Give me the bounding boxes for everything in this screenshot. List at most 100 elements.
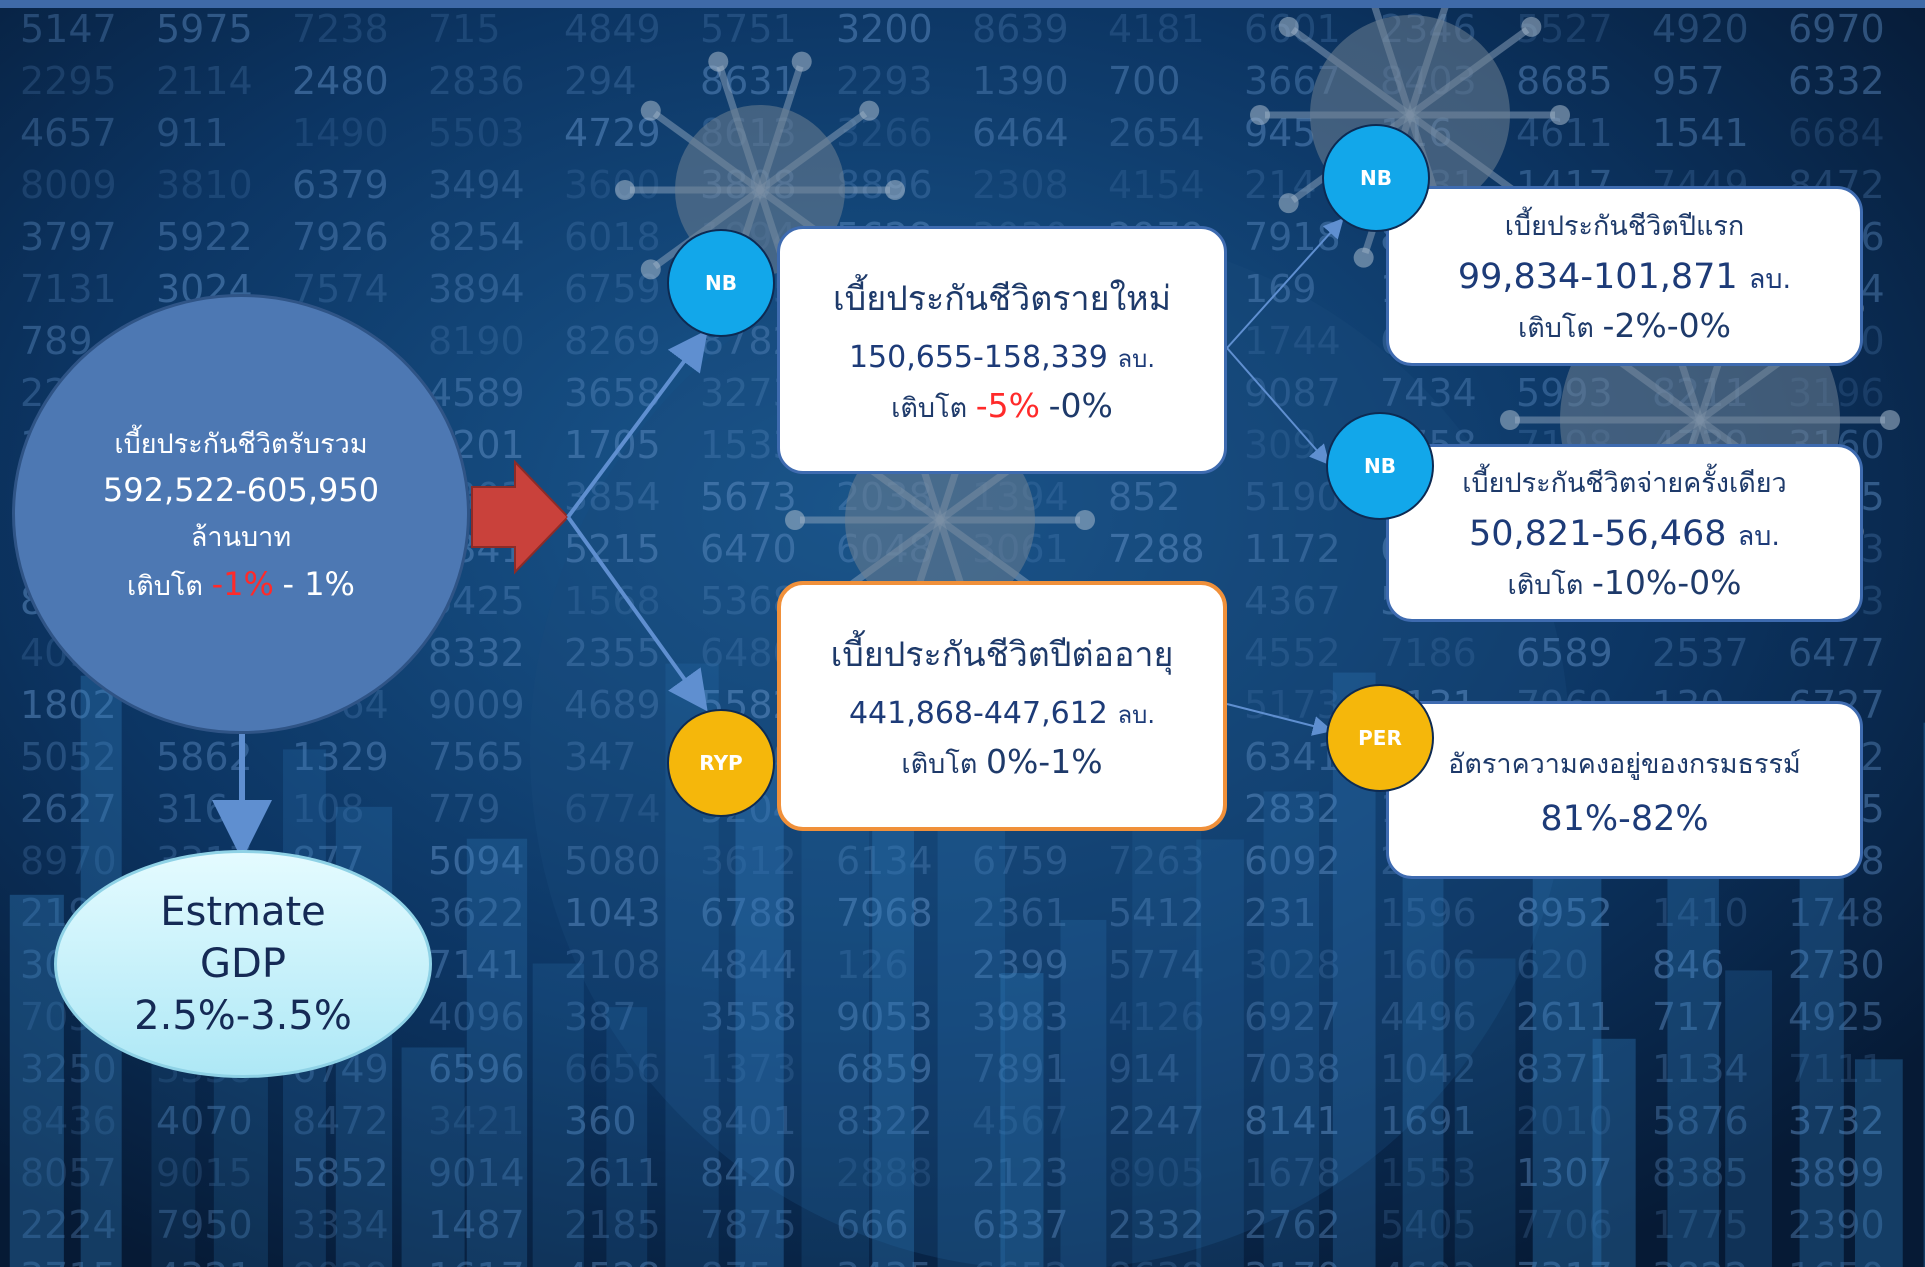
background-digit: 6788 (700, 891, 797, 935)
background-digit: 700 (1108, 59, 1181, 103)
background-digit: 9087 (1244, 371, 1341, 415)
background-digit: 666 (836, 1203, 909, 1247)
background-digit: 717 (1652, 995, 1725, 1039)
background-bar (872, 783, 915, 1267)
background-digit: 8057 (20, 1151, 117, 1195)
value-unit: ลบ. (1748, 263, 1792, 295)
background-digit: 8420 (700, 1151, 797, 1195)
background-digit: 4181 (1108, 7, 1205, 51)
background-digit: 4693 (1380, 1255, 1477, 1267)
background-digit: 309 (1244, 423, 1317, 467)
background-digit: 316 (156, 787, 229, 831)
background-digit: 4689 (564, 683, 661, 727)
background-digit: 3200 (836, 7, 933, 51)
background-digit: 1172 (1244, 527, 1341, 571)
background-digit: 2308 (972, 163, 1069, 207)
background-digit: 3983 (972, 995, 1069, 1039)
gdp-line1: Estmate (160, 889, 326, 935)
background-digit: 5215 (564, 527, 661, 571)
background-digit: 3899 (1788, 1151, 1885, 1195)
background-digit: 7434 (1380, 371, 1477, 415)
background-digit: 3894 (428, 267, 525, 311)
background-digit: 5190 (1244, 475, 1341, 519)
background-bar (532, 963, 584, 1267)
background-digit: 620 (1516, 943, 1589, 987)
background-digit: 2295 (20, 59, 117, 103)
background-digit: 1775 (1652, 1203, 1749, 1247)
background-digit: 7131 (20, 267, 117, 311)
background-digit: 5503 (428, 111, 525, 155)
background-digit: 9053 (836, 995, 933, 1039)
background-digit: 1568 (564, 579, 661, 623)
background-digit: 108 (292, 787, 365, 831)
background-digit: 1748 (1788, 891, 1885, 935)
background-digit: 4096 (428, 995, 525, 1039)
background-digit: 3558 (700, 995, 797, 1039)
background-bar (466, 838, 528, 1267)
background-digit: 2108 (564, 943, 661, 987)
background-digit: 852 (1108, 475, 1181, 519)
background-digit: 846 (1652, 943, 1725, 987)
background-digit: 6759 (972, 839, 1069, 883)
background-digit: 2247 (1108, 1099, 1205, 1143)
background-digit: 1410 (1652, 891, 1749, 935)
background-digit: 5862 (156, 735, 253, 779)
background-bar (735, 762, 784, 1267)
background-digit: 3435 (836, 1255, 933, 1267)
new-business-badge: NB (667, 229, 775, 337)
background-digit: 8009 (20, 163, 117, 207)
background-digit: 8896 (836, 163, 933, 207)
value-number: 441,868-447,612 (848, 696, 1108, 731)
background-digit: 5094 (428, 839, 525, 883)
background-digit: 8269 (564, 319, 661, 363)
background-digit: 4589 (428, 371, 525, 415)
background-digit: 6774 (564, 787, 661, 831)
total-premium-unit: ล้านบาท (190, 521, 292, 553)
total-premium-value: 592,522-605,950 (102, 470, 380, 509)
background-digit: 779 (428, 787, 501, 831)
background-digit: 7918 (1244, 215, 1341, 259)
value-number: 50,821-56,468 (1469, 513, 1727, 554)
background-digit: 7891 (972, 1047, 1069, 1091)
single-premium-badge: NB (1326, 412, 1434, 520)
total-premium-label: เบี้ยประกันชีวิตรับรวม (114, 428, 368, 460)
total-premium-growth: เติบโต -1% - 1% (127, 564, 355, 607)
background-digit: 1617 (428, 1255, 525, 1267)
persistency-value: 81%-82% (1540, 798, 1709, 839)
background-digit: 5147 (20, 7, 117, 51)
background-digit: 1541 (1652, 111, 1749, 155)
background-bar (1532, 860, 1602, 1267)
background-digit: 6332 (1788, 59, 1885, 103)
background-digit: 715 (428, 7, 501, 51)
background-digit: 2730 (1788, 943, 1885, 987)
background-digit: 4367 (1244, 579, 1341, 623)
persistency-title: อัตราความคงอยู่ของกรมธรรม์ (1448, 748, 1801, 780)
growth-high: - 1% (282, 564, 355, 603)
background-digit: 7875 (700, 1203, 797, 1247)
background-digit: 2611 (564, 1151, 661, 1195)
value-unit: ลบ. (1737, 520, 1780, 552)
background-digit: 8322 (836, 1099, 933, 1143)
background-digit: 7288 (1108, 527, 1205, 571)
new-business-title: เบี้ยประกันชีวิตรายใหม่ (832, 279, 1171, 319)
background-digit: 8141 (1244, 1099, 1341, 1143)
background-digit: 231 (1244, 891, 1317, 935)
background-digit: 7141 (428, 943, 525, 987)
background-digit: 8970 (20, 839, 117, 883)
background-digit: 1043 (564, 891, 661, 935)
first-year-box: เบี้ยประกันชีวิตปีแรก 99,834-101,871 ลบ.… (1386, 186, 1863, 366)
background-digit: 8685 (1516, 59, 1613, 103)
background-digit: 6970 (1788, 7, 1885, 51)
background-digit: 2836 (428, 59, 525, 103)
background-digit: 2888 (836, 1151, 933, 1195)
background-digit: 3600 (564, 163, 661, 207)
renewal-growth: เติบโต 0%-1% (781, 742, 1223, 785)
background-bar (401, 1047, 465, 1267)
background-digit: 1390 (972, 59, 1069, 103)
single-premium-value: 50,821-56,468 ลบ. (1389, 514, 1860, 557)
first-year-growth: เติบโต -2%-0% (1389, 306, 1860, 349)
background-digit: 6477 (1788, 631, 1885, 675)
background-digit: 5975 (156, 7, 253, 51)
background-digit: 5922 (156, 215, 253, 259)
first-year-value: 99,834-101,871 ลบ. (1389, 257, 1860, 300)
